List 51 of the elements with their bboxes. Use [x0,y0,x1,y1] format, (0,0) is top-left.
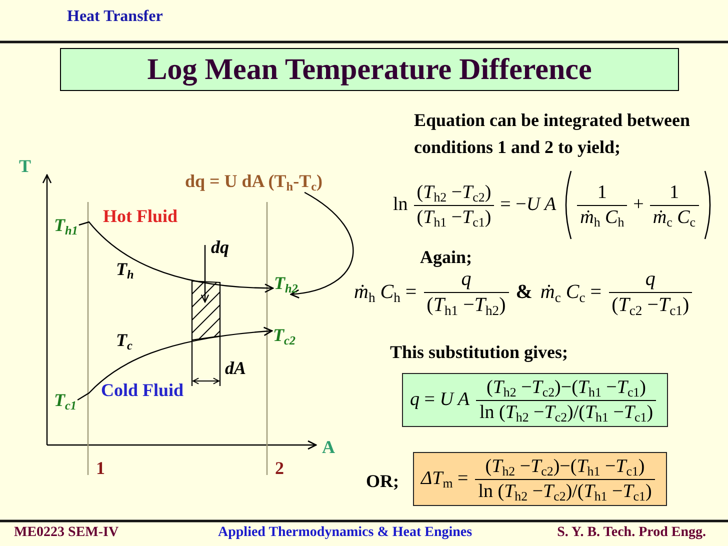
temperature-curve [77,326,273,401]
position-label: 2 [275,458,284,478]
conjunction-text: OR; [366,470,399,492]
dimension-label: dA [225,358,246,378]
equation-term: ṁ$_{c}$ C$_{c}$ = [540,280,602,304]
fluid-label: Hot Fluid [103,206,178,226]
footer-text: ME0223 SEM-IV [14,524,119,542]
numerator: (T$_{h2}$ −T$_{c2}$)−(T$_{h1}$ −T$_{c1}$) [485,456,645,478]
instruction-text: Equation can be integrated between conditions 1 and 2 to yield; [414,109,691,159]
denominator: ṁ$_{c}$ C$_{c}$ [652,206,696,228]
equation-operator: + [633,194,644,216]
heat-flow-label: dq [211,236,229,258]
denominator: (T$_{h1}$ −T$_{c1}$) [416,206,492,228]
position-label: 1 [96,458,105,478]
point-label: T$_{c1}$ [54,390,77,410]
fluid-label: Cold Fluid [101,380,184,400]
instruction-text: Again; [420,246,472,268]
equation-term: q = U A [410,389,470,411]
denominator: ṁ$_{h}$ C$_{h}$ [580,206,624,228]
numerator: q [461,268,472,290]
numerator: 1 [597,182,607,204]
numerator: q [645,268,656,290]
equation-term: = −U A [500,194,556,216]
equation-panel [413,452,667,506]
curve-label: T$_{h}$ [116,258,134,280]
equation-panel [402,372,668,428]
footer-text: Applied Thermodynamics & Heat Engines [218,524,472,542]
denominator: ln (T$_{h2}$ −T$_{c2}$)/(T$_{h1}$ −T$_{c1}$) [478,480,652,502]
slide-title: Log Mean Temperature Difference [60,48,679,91]
point-label: T$_{h2}$ [274,272,298,294]
equation-label: dq = U dA (T$_{h}$-T$_{c}$) [185,170,323,192]
curved-arrow [290,192,354,298]
instruction-text: This substitution gives; [390,342,568,362]
equation-operator: & [516,280,532,304]
equation-term: ṁ$_{h}$ C$_{h}$ = [354,280,417,304]
point-label: T$_{c2}$ [273,324,296,346]
footer-text: S. Y. B. Tech. Prod Engg. [557,524,706,542]
header-text: Heat Transfer [67,8,163,26]
equation-term: ΔT$_{m}$ = [421,468,468,490]
curve-label: T$_{c}$ [116,330,132,350]
axis-label: A [322,436,335,458]
numerator: (T$_{h2}$ −T$_{c2}$)−(T$_{h1}$ −T$_{c1}$) [486,376,646,398]
equation-term: ln [393,194,408,216]
denominator: (T$_{h1}$ −T$_{h2}$) [426,294,506,316]
temperature-curve [78,221,274,293]
point-label: T$_{h1}$ [54,214,78,236]
numerator: (T$_{h2}$ −T$_{c2}$) [416,182,492,204]
denominator: (T$_{c2}$ −T$_{c1}$) [612,294,690,316]
numerator: 1 [669,182,679,204]
axis-label: T [19,156,32,176]
denominator: ln (T$_{h2}$ −T$_{c2}$)/(T$_{h1}$ −T$_{c1}$) [479,402,654,424]
